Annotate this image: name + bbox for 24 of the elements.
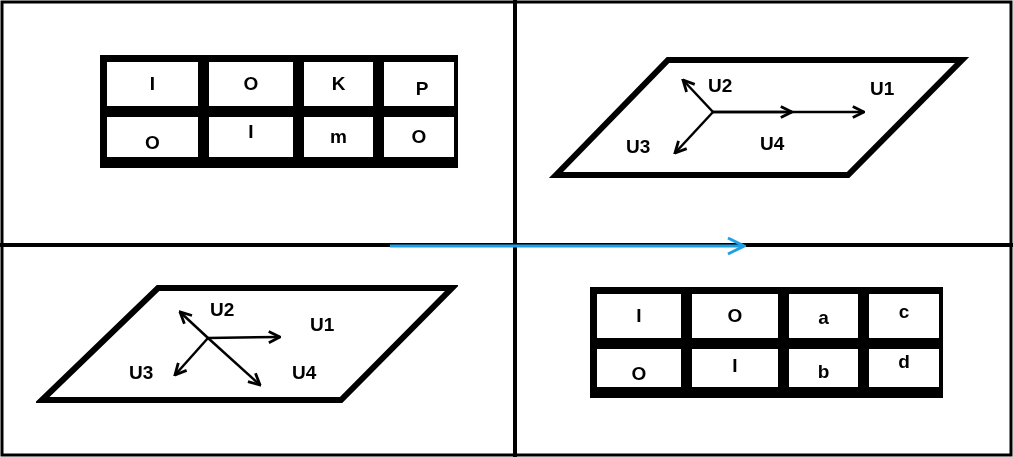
vector-label: U3 (129, 363, 154, 383)
table-cell: K (303, 61, 374, 107)
table-cell: P (383, 61, 455, 107)
table-cell: O (596, 348, 682, 388)
table-cell: b (788, 348, 859, 388)
table-cell: O (691, 293, 779, 339)
vector-label: U1 (870, 79, 895, 99)
table-cell: a (788, 293, 859, 339)
table-cell: O (106, 116, 199, 158)
table-cell: c (868, 293, 940, 339)
table-cell: O (383, 116, 455, 158)
vector-label: U2 (708, 76, 733, 96)
vector-label: U1 (310, 315, 335, 335)
table-cell: d (868, 348, 940, 388)
table-cell: I (208, 116, 294, 158)
vector-label: U2 (210, 300, 235, 320)
table-cell: I (596, 293, 682, 339)
table-cell: I (106, 61, 199, 107)
table-cell: I (691, 348, 779, 388)
vector-label: U3 (626, 137, 651, 157)
table-cell: O (208, 61, 294, 107)
table-cell: m (303, 116, 374, 158)
vector-label: U4 (760, 134, 785, 154)
vector-label: U4 (292, 363, 317, 383)
